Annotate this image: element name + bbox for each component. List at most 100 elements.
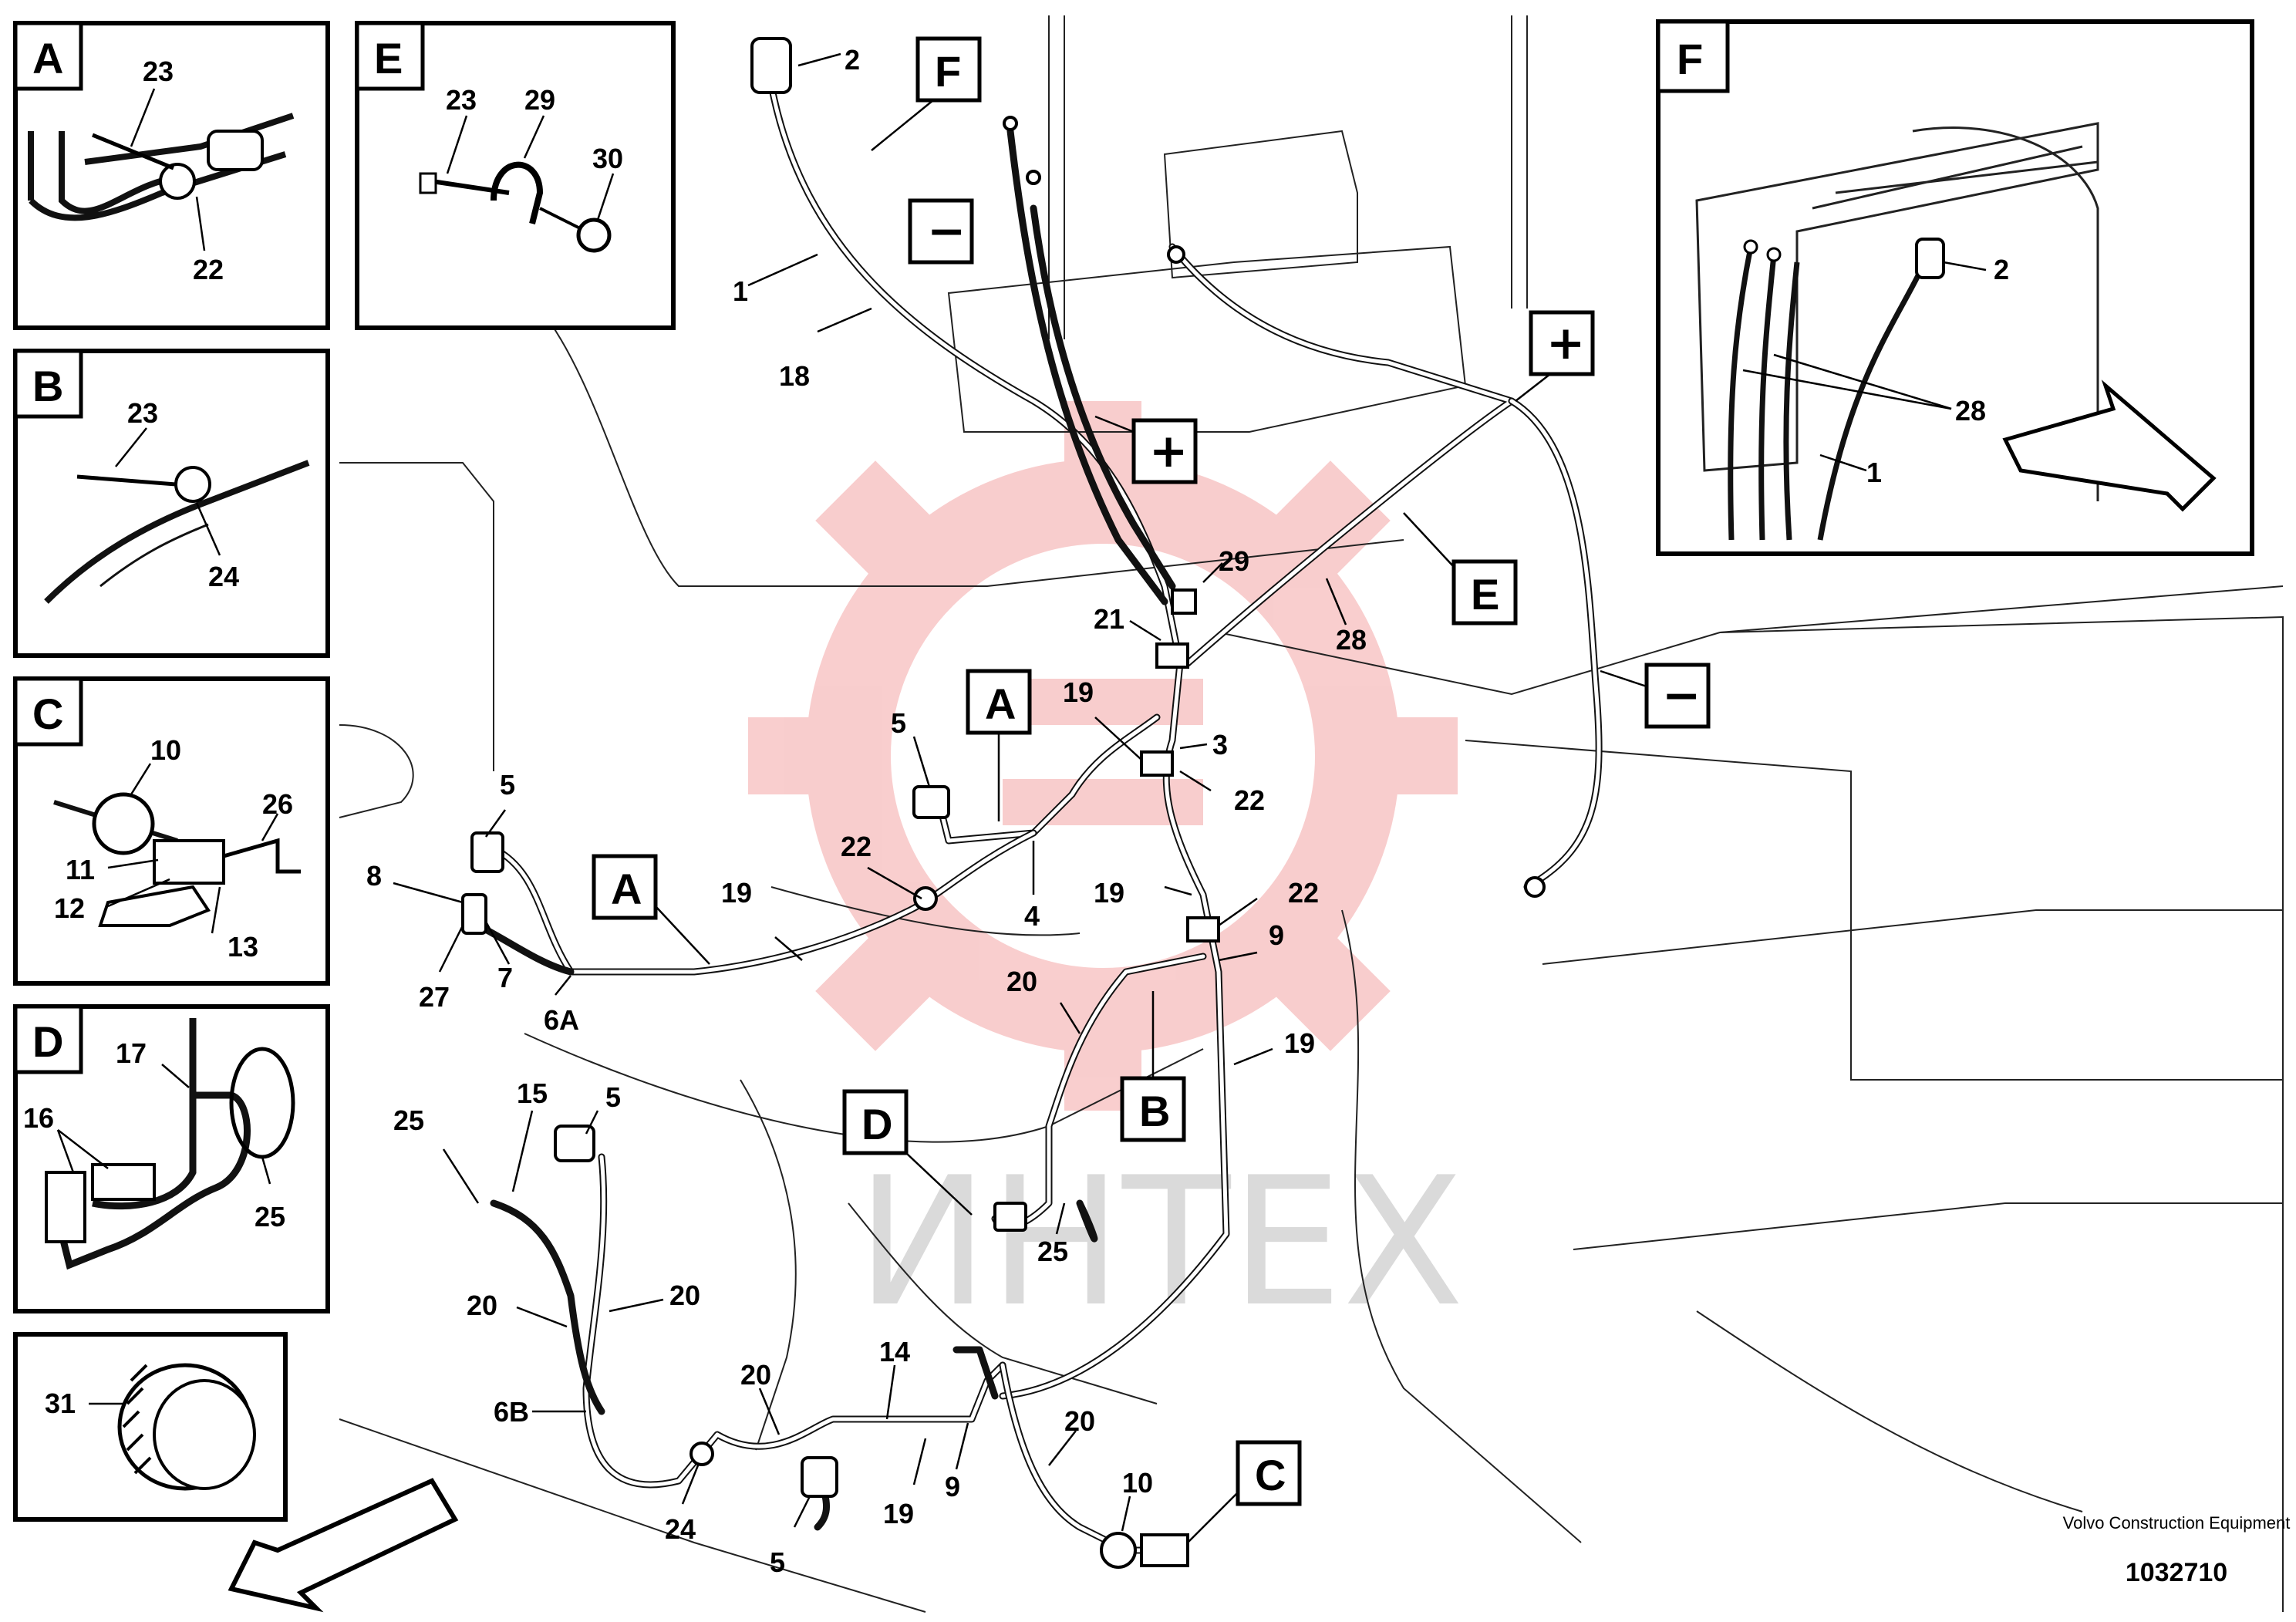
detail-panel-a: A 23 22 [13,21,330,330]
cable-harness [474,81,1603,1554]
tag-e-main: E [1403,512,1518,626]
label-8: 8 [366,860,382,892]
terminal-mid [1167,245,1185,264]
tag-plus-mid: + [1094,415,1198,484]
detail-panel-d: D 17 16 25 [13,1004,330,1313]
label-19-c: 19 [1094,877,1124,909]
panel-d-label-25: 25 [255,1201,285,1233]
bracket-c [1140,1533,1189,1567]
clamp-29 [1171,588,1197,615]
panel-c-label-12: 12 [54,892,85,924]
panel-e-label-23: 23 [446,84,477,116]
label-22-b: 22 [841,831,872,862]
label-2: 2 [845,44,860,76]
label-7: 7 [497,962,513,993]
label-22-a: 22 [1234,784,1265,816]
machine-outline [339,15,2284,1613]
svg-text:E: E [374,34,403,83]
label-5-a: 5 [891,707,906,739]
detail-panel-b: B 23 24 [13,349,330,658]
tag-a-lower: A [592,854,710,965]
tag-minus-top: − [908,198,974,265]
svg-text:D: D [32,1017,63,1066]
leader-lines [393,52,1347,1532]
label-1: 1 [733,275,748,307]
panel-d-label-16: 16 [23,1102,54,1134]
label-19-e: 19 [883,1498,914,1529]
label-9-b: 9 [945,1471,960,1502]
panel-e-label-29: 29 [524,84,555,116]
clamp-24 [689,1442,714,1466]
label-5-c: 5 [605,1081,621,1113]
panel-b-label-23: 23 [127,397,158,429]
detail-panel-e: E 23 29 30 [355,21,676,330]
panel-b-label-24: 24 [208,561,239,592]
connector-5-lower [554,1125,595,1162]
terminal-top-b [1026,170,1041,185]
label-10: 10 [1122,1467,1153,1499]
label-20-a: 20 [1006,966,1037,997]
panel-d-label-17: 17 [116,1037,147,1069]
label-6A: 6A [544,1004,579,1036]
svg-text:D: D [861,1100,892,1148]
label-18: 18 [779,360,810,392]
grommet-10 [1100,1532,1137,1569]
label-9-a: 9 [1269,919,1284,951]
label-5-d: 5 [770,1546,785,1578]
label-5-b: 5 [500,769,515,801]
svg-text:A: A [985,679,1016,728]
main-tags: F − + + E − A [592,36,1711,1543]
clamp-22c [1186,916,1220,943]
svg-text:+: + [1546,316,1585,370]
panel-a-label-23: 23 [143,56,174,87]
label-19-a: 19 [1063,676,1094,708]
sensor-d [993,1202,1027,1232]
tag-a-upper: A [966,669,1032,821]
connector-5-left [470,831,504,873]
label-20-e: 20 [1064,1405,1095,1437]
svg-text:F: F [935,47,961,96]
svg-text:+: + [1149,424,1188,478]
label-20-d: 20 [740,1359,771,1391]
footer: Volvo Construction Equipment 1032710 [2063,1513,2291,1587]
label-3: 3 [1212,729,1228,760]
label-20-c: 20 [467,1290,497,1321]
connector-2 [750,37,792,94]
clamp-22b [913,886,938,911]
svg-text:F: F [1677,35,1703,83]
tag-c-main: C [1187,1440,1302,1543]
svg-text:C: C [1255,1451,1286,1499]
panel-c-label-11: 11 [66,854,95,885]
svg-text:−: − [1662,669,1701,723]
label-19-d: 19 [1284,1027,1315,1059]
svg-text:B: B [32,362,63,410]
panel-f-label-1: 1 [1866,457,1882,488]
svg-text:A: A [611,865,642,913]
label-25-a: 25 [393,1104,424,1136]
label-22-c: 22 [1288,877,1319,909]
panel-c-label-13: 13 [228,931,258,963]
panel-f-label-2: 2 [1994,254,2009,285]
svg-text:−: − [927,204,966,258]
label-24: 24 [665,1513,696,1545]
cap-label-31: 31 [45,1388,76,1419]
panel-f-label-28: 28 [1955,395,1986,427]
panel-a-label-22: 22 [193,254,224,285]
tag-f-main: F [871,36,982,151]
harness-components [461,37,1546,1569]
label-27: 27 [419,981,450,1013]
label-25-b: 25 [1037,1236,1068,1267]
footer-document-number: 1032710 [2126,1558,2227,1587]
detail-panel-cap: 31 [13,1332,288,1522]
sensor-8 [461,893,487,935]
connector-5-mid [912,785,950,819]
direction-arrow [228,1478,459,1613]
tag-minus-right: − [1600,663,1711,729]
svg-text:B: B [1139,1087,1170,1135]
panel-e-label-30: 30 [592,143,623,174]
panel-c-label-10: 10 [150,734,181,766]
label-14: 14 [879,1336,910,1367]
label-4: 4 [1024,900,1040,932]
